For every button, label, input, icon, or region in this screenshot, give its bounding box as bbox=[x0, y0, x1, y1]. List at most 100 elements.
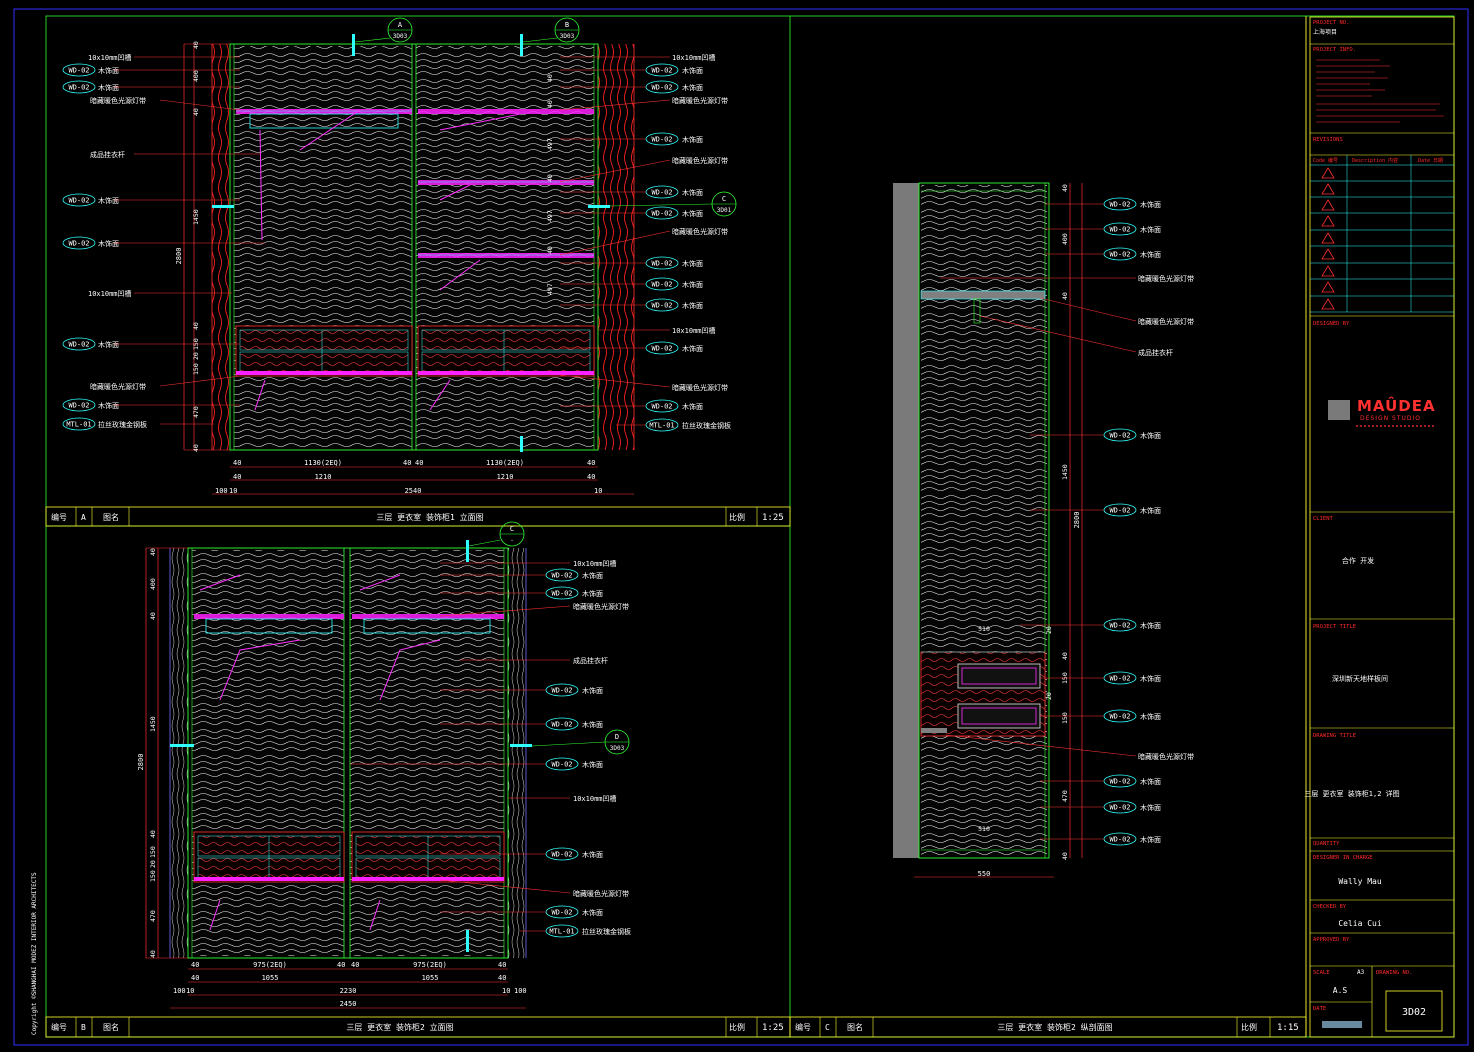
revision-triangles bbox=[1321, 167, 1335, 310]
c-width: 550 bbox=[978, 870, 991, 878]
svg-text:暗藏暖色光源灯带: 暗藏暖色光源灯带 bbox=[1138, 752, 1194, 761]
svg-text:WD-02: WD-02 bbox=[551, 590, 572, 598]
svg-text:150: 150 bbox=[149, 870, 157, 882]
panel-c-code: C bbox=[825, 1023, 830, 1032]
b-right-labels: 10x10mm凹槽 WD-02 木饰面 WD-02 木饰面 暗藏暖色光源灯带 成… bbox=[350, 559, 631, 938]
svg-text:40: 40 bbox=[546, 74, 554, 82]
svg-text:1130(2EQ): 1130(2EQ) bbox=[304, 459, 342, 467]
svg-text:40: 40 bbox=[587, 473, 595, 481]
svg-text:20: 20 bbox=[149, 860, 157, 868]
designer-label: DESIGNER IN CHARGE bbox=[1313, 855, 1373, 861]
panel-b-title-strip: 编号 B 图名 三层 更衣室 装饰柜2 立面图 比例 1:25 bbox=[45, 1016, 791, 1038]
svg-text:40: 40 bbox=[546, 174, 554, 182]
svg-text:1450: 1450 bbox=[149, 716, 157, 732]
panel-a-scale: 1:25 bbox=[762, 513, 784, 523]
client-value: 合作 开发 bbox=[1342, 556, 1374, 565]
svg-text:3D03: 3D03 bbox=[610, 745, 625, 752]
svg-text:木饰面: 木饰面 bbox=[1140, 506, 1161, 515]
panel-a-name-label: 图名 bbox=[103, 512, 119, 522]
svg-text:木饰面: 木饰面 bbox=[582, 686, 603, 695]
a-section-callout-right: B 3D03 bbox=[522, 17, 580, 43]
svg-text:1210: 1210 bbox=[315, 473, 332, 481]
svg-text:40: 40 bbox=[498, 974, 506, 982]
svg-text:WD-02: WD-02 bbox=[1109, 778, 1130, 786]
svg-text:WD-02: WD-02 bbox=[1109, 226, 1130, 234]
a-right-labels: 10x10mm凹槽 WD-02 木饰面 WD-02 木饰面 暗藏暖色光源灯带 W… bbox=[559, 53, 731, 432]
svg-text:WD-02: WD-02 bbox=[1109, 713, 1130, 721]
svg-text:975(2EQ): 975(2EQ) bbox=[253, 961, 287, 969]
c-inner-width-bottom: 510 bbox=[978, 825, 990, 833]
svg-text:470: 470 bbox=[192, 406, 200, 418]
svg-text:MTL-01: MTL-01 bbox=[66, 421, 91, 429]
svg-text:40: 40 bbox=[587, 459, 595, 467]
svg-text:D: D bbox=[615, 733, 619, 741]
svg-text:木饰面: 木饰面 bbox=[582, 571, 603, 580]
studio-logo: MAÛDEA DESIGN STUDIO bbox=[1328, 396, 1436, 427]
svg-text:20: 20 bbox=[192, 352, 200, 360]
svg-text:WD-02: WD-02 bbox=[551, 721, 572, 729]
svg-text:暗藏暖色光源灯带: 暗藏暖色光源灯带 bbox=[90, 382, 146, 391]
svg-text:成品挂衣杆: 成品挂衣杆 bbox=[90, 150, 125, 159]
panel-c-title-strip: 编号 C 图名 三层 更衣室 装饰柜2 纵剖面图 比例 1:15 bbox=[789, 1016, 1307, 1038]
a-right-dims: 40 40 497 40 497 40 497 bbox=[546, 74, 554, 295]
panel-b-title: 三层 更衣室 装饰柜2 立面图 bbox=[346, 1022, 453, 1032]
svg-text:WD-02: WD-02 bbox=[1109, 804, 1130, 812]
svg-text:40: 40 bbox=[192, 108, 200, 116]
svg-text:WD-02: WD-02 bbox=[651, 260, 672, 268]
svg-text:木饰面: 木饰面 bbox=[1140, 835, 1161, 844]
svg-text:1055: 1055 bbox=[422, 974, 439, 982]
svg-text:40: 40 bbox=[1061, 852, 1069, 860]
svg-text:WD-02: WD-02 bbox=[1109, 507, 1130, 515]
project-title-value: 深圳新天地样板间 bbox=[1332, 674, 1388, 683]
a-total-height: 2800 bbox=[175, 248, 183, 265]
svg-text:暗藏暖色光源灯带: 暗藏暖色光源灯带 bbox=[90, 96, 146, 105]
svg-text:40: 40 bbox=[403, 459, 411, 467]
svg-text:WD-02: WD-02 bbox=[68, 341, 89, 349]
svg-text:木饰面: 木饰面 bbox=[582, 760, 603, 769]
svg-text:WD-02: WD-02 bbox=[651, 136, 672, 144]
svg-text:暗藏暖色光源灯带: 暗藏暖色光源灯带 bbox=[1138, 317, 1194, 326]
panel-a-code: A bbox=[81, 513, 86, 522]
svg-text:3D03: 3D03 bbox=[393, 33, 408, 40]
svg-text:暗藏暖色光源灯带: 暗藏暖色光源灯带 bbox=[573, 889, 629, 898]
panel-b-scale-label: 比例 bbox=[729, 1022, 745, 1032]
project-title-label: PROJECT TITLE bbox=[1313, 624, 1356, 630]
svg-text:木饰面: 木饰面 bbox=[98, 340, 119, 349]
panel-a-scale-label: 比例 bbox=[729, 512, 745, 522]
svg-text:WD-02: WD-02 bbox=[551, 572, 572, 580]
svg-text:20: 20 bbox=[1045, 692, 1053, 700]
svg-text:3D03: 3D03 bbox=[560, 33, 575, 40]
svg-text:WD-02: WD-02 bbox=[1109, 836, 1130, 844]
svg-text:10x10mm凹槽: 10x10mm凹槽 bbox=[573, 794, 617, 803]
svg-text:木饰面: 木饰面 bbox=[1140, 431, 1161, 440]
panel-b-name-label: 图名 bbox=[103, 1022, 119, 1032]
b-section-callout-side: D 3D03 bbox=[531, 729, 630, 755]
project-info-notes bbox=[1316, 59, 1444, 123]
panel-a-title: 三层 更衣室 装饰柜1 立面图 bbox=[376, 512, 483, 522]
designed-by-label: DESIGNED BY bbox=[1313, 321, 1350, 327]
svg-text:497: 497 bbox=[546, 210, 554, 222]
svg-text:MTL-01: MTL-01 bbox=[649, 422, 674, 430]
svg-text:40: 40 bbox=[149, 950, 157, 958]
copyright-text: Copyright ©SHANGHAI MODEZ INTERIOR ARCHI… bbox=[31, 872, 38, 1035]
svg-text:1210: 1210 bbox=[497, 473, 514, 481]
svg-text:C: C bbox=[510, 525, 514, 533]
svg-text:10: 10 bbox=[502, 987, 510, 995]
svg-text:木饰面: 木饰面 bbox=[582, 850, 603, 859]
svg-text:木饰面: 木饰面 bbox=[98, 401, 119, 410]
svg-text:木饰面: 木饰面 bbox=[582, 908, 603, 917]
svg-text:木饰面: 木饰面 bbox=[98, 239, 119, 248]
drawing-title-value: 三层 更衣室 装饰柜1,2 详图 bbox=[1304, 789, 1399, 798]
svg-text:100: 100 bbox=[215, 487, 228, 495]
svg-text:150: 150 bbox=[1061, 712, 1069, 724]
svg-text:10x10mm凹槽: 10x10mm凹槽 bbox=[672, 326, 716, 335]
svg-text:40: 40 bbox=[149, 548, 157, 556]
svg-text:40: 40 bbox=[351, 961, 359, 969]
svg-text:40: 40 bbox=[546, 100, 554, 108]
revisions-label: REVISIONS bbox=[1313, 137, 1343, 143]
svg-text:木饰面: 木饰面 bbox=[1140, 712, 1161, 721]
svg-text:40: 40 bbox=[415, 459, 423, 467]
panel-c-scale-label: 比例 bbox=[1241, 1022, 1257, 1032]
svg-text:木饰面: 木饰面 bbox=[1140, 674, 1161, 683]
